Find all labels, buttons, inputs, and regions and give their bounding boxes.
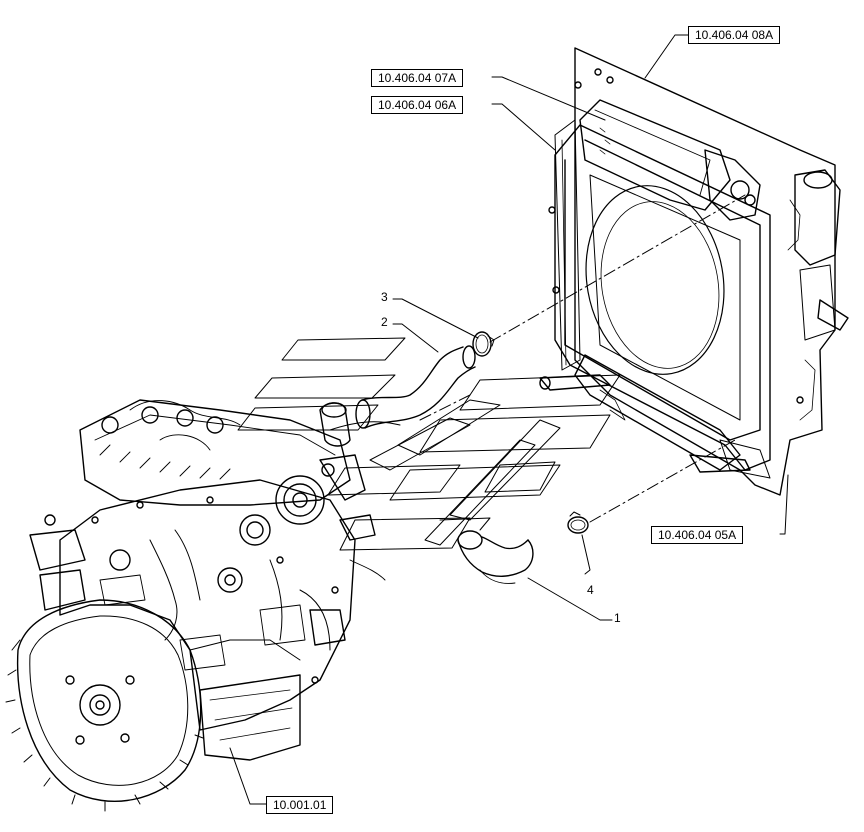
- ref-engine: 10.001.01: [266, 796, 334, 814]
- radiator-assembly: [539, 47, 849, 496]
- assembly-center-lines: [419, 194, 746, 523]
- callout-lower-clamp: 4: [587, 583, 594, 597]
- leader-lines: [229, 34, 789, 805]
- ref-lower-bracket: 10.406.04 05A: [651, 526, 744, 544]
- ref-side-bracket: 10.406.04 06A: [371, 96, 464, 114]
- lower-hose: [457, 530, 534, 584]
- lower-clamp: [567, 511, 589, 534]
- upper-hose: [355, 345, 476, 429]
- callout-upper-hose: 2: [381, 315, 388, 329]
- engine-assembly: [5, 399, 386, 812]
- upper-clamp: [472, 331, 495, 357]
- callout-lower-hose: 1: [614, 611, 621, 625]
- ref-upper-bracket: 10.406.04 07A: [371, 69, 464, 87]
- ref-radiator-assembly: 10.406.04 08A: [688, 26, 781, 44]
- locating-guides: [237, 337, 621, 551]
- callout-upper-clamp: 3: [381, 290, 388, 304]
